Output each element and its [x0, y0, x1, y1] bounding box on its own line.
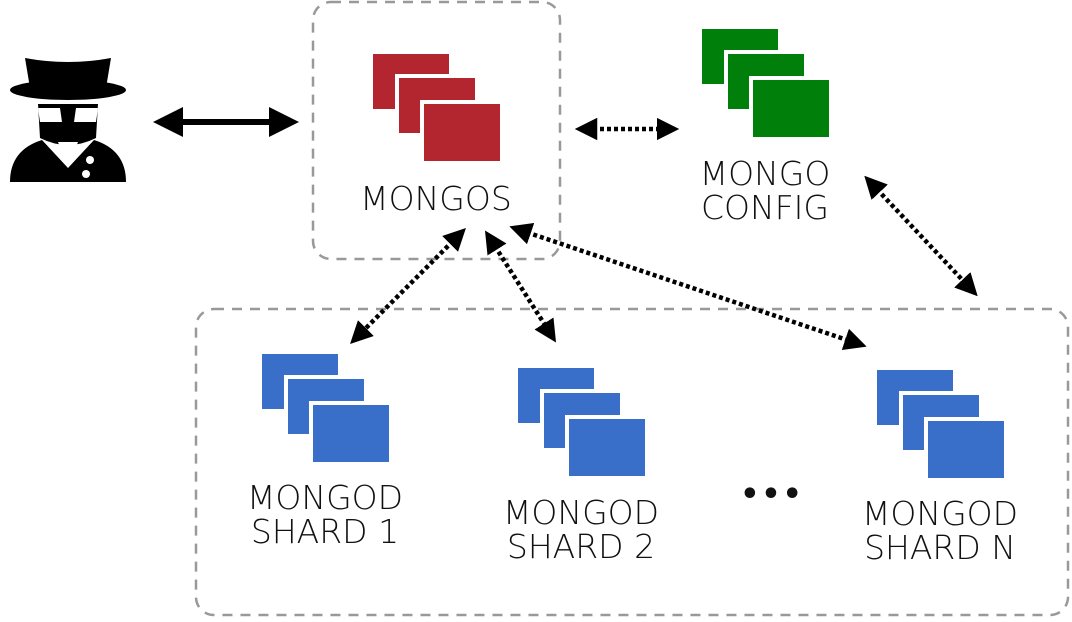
- mongos-shard-2-arrow: [484, 230, 557, 343]
- more-shards-ellipsis: •••: [740, 477, 804, 512]
- shard-2-label: MONGOD SHARD 2: [481, 496, 681, 564]
- mongos-shard-1-arrow: [350, 228, 466, 344]
- config-label-line1: MONGO: [699, 154, 831, 193]
- mongos-shard-n-arrow: [509, 222, 867, 351]
- shard-1-stacked-windows-icon: [258, 350, 393, 466]
- mongos-stacked-windows-icon: [369, 50, 504, 165]
- shard-n-stacked-windows-icon: [873, 366, 1008, 482]
- shard-1-label-line2: SHARD 1: [250, 512, 400, 551]
- shard-1-label: MONGOD SHARD 1: [225, 481, 425, 549]
- shard-1-label-line1: MONGOD: [246, 478, 404, 517]
- shard-2-label-line2: SHARD 2: [506, 527, 656, 566]
- shard-n-label-line1: MONGOD: [861, 494, 1019, 533]
- mongos-label: MONGOS: [360, 179, 512, 218]
- shard-n-label-line2: SHARD N: [864, 528, 1016, 567]
- config-label: MONGO CONFIG: [665, 157, 865, 225]
- config-label-line2: CONFIG: [701, 188, 829, 227]
- shard-2-label-line1: MONGOD: [502, 493, 660, 532]
- spy-user-icon: [10, 58, 126, 182]
- shard-2-stacked-windows-icon: [514, 364, 649, 480]
- config-stacked-windows-icon: [698, 25, 833, 141]
- config-shards-arrow: [864, 175, 978, 297]
- shard-n-label: MONGOD SHARD N: [840, 497, 1040, 565]
- mongos-group-outline: [311, 0, 562, 261]
